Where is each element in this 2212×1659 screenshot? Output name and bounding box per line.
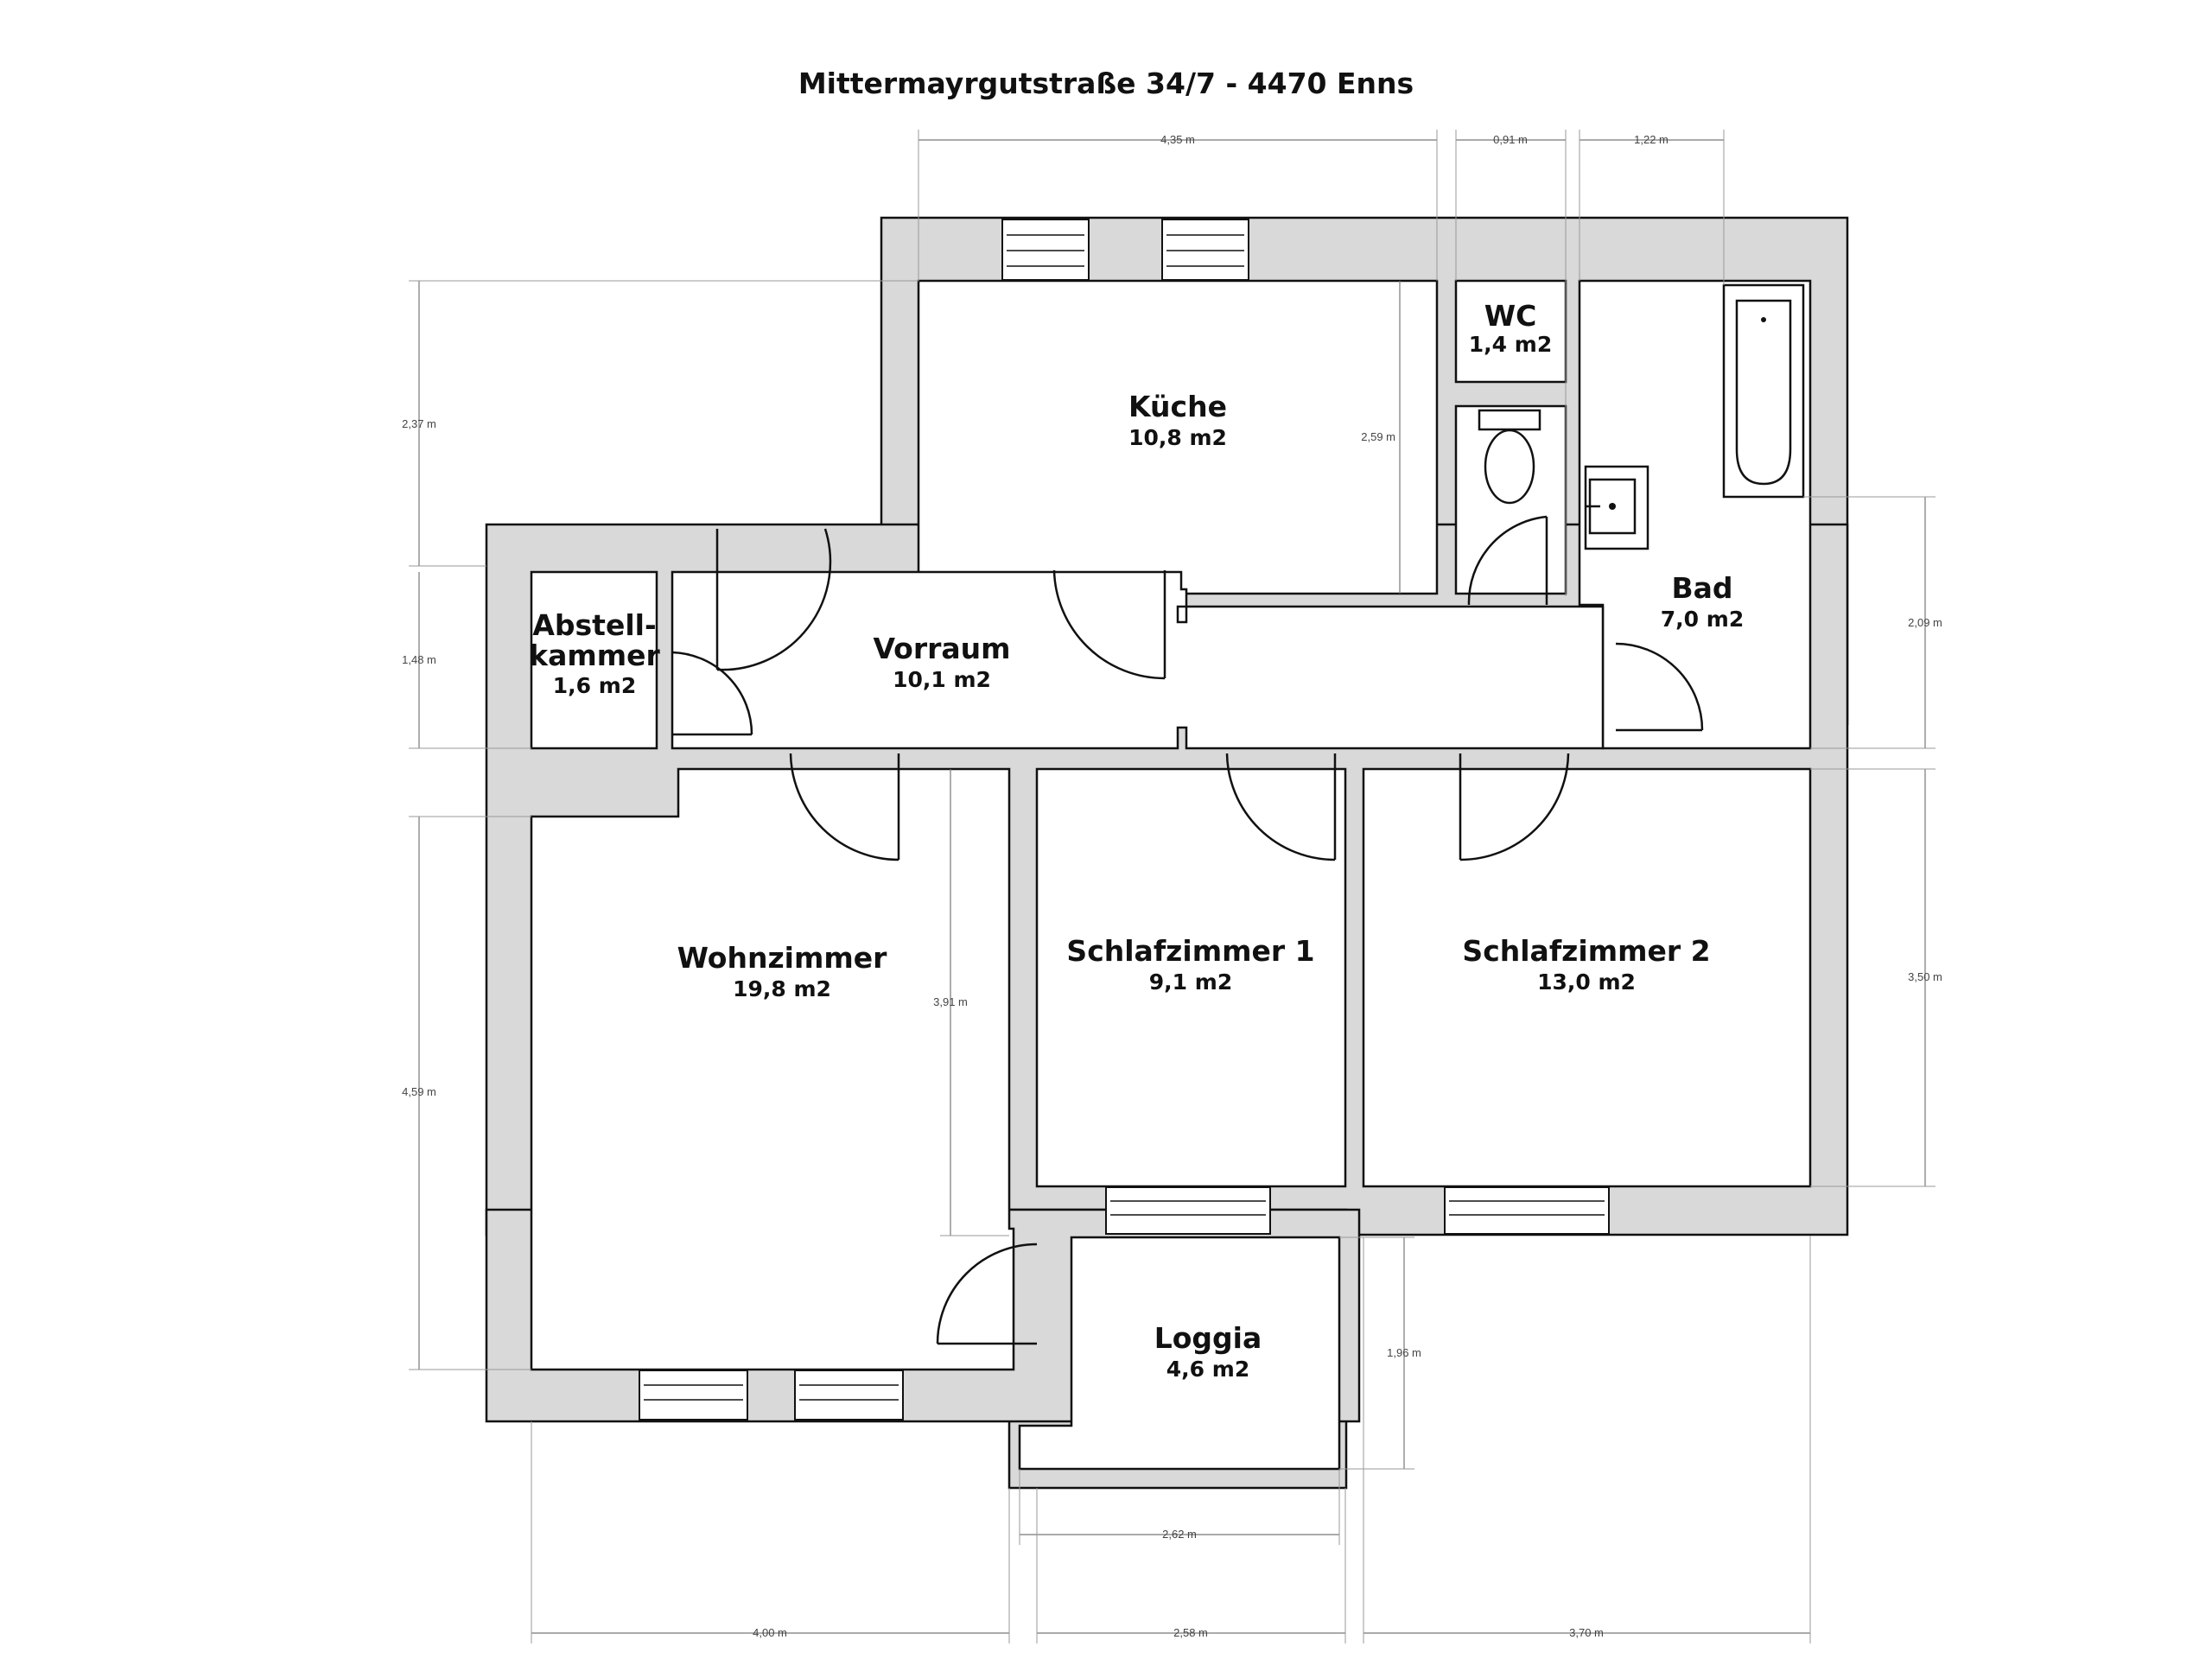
- room-area-vorraum: 10,1 m2: [893, 667, 991, 692]
- dim-bottom-schlaf2: 3,70 m: [1569, 1626, 1604, 1639]
- room-area-wohnzimmer: 19,8 m2: [733, 976, 831, 1001]
- floor-vorraum: [671, 570, 1605, 750]
- door-schlafzimmer-2: [1459, 753, 1570, 861]
- dim-top-wc: 0,91 m: [1493, 133, 1528, 146]
- room-name-abstell-line2: kammer: [529, 639, 660, 672]
- room-name-kueche: Küche: [1128, 390, 1227, 423]
- fixtures: [1478, 283, 1805, 550]
- dim-left-wohn: 4,59 m: [402, 1085, 436, 1098]
- window-wohnzimmer-2: [794, 1370, 904, 1421]
- room-area-bad: 7,0 m2: [1661, 607, 1744, 632]
- room-floors: [530, 279, 1812, 1471]
- room-labels: Küche 10,8 m2 WC 1,4 m2 Bad 7,0 m2 Abste…: [529, 299, 1744, 1382]
- dim-left-abstell: 1,48 m: [402, 653, 436, 666]
- room-area-abstell: 1,6 m2: [553, 673, 636, 698]
- floor-abstellkammer: [530, 570, 658, 750]
- room-name-schlafzimmer-2: Schlafzimmer 2: [1462, 934, 1710, 968]
- door-kueche: [1052, 569, 1166, 680]
- dim-left-kueche: 2,37 m: [402, 417, 436, 430]
- window-kueche-1: [1001, 219, 1090, 281]
- plan-title: Mittermayrgutstraße 34/7 - 4470 Enns: [798, 67, 1414, 100]
- room-name-wc: WC: [1484, 299, 1537, 333]
- floor-kueche: [917, 279, 1439, 595]
- dim-loggia-width: 2,62 m: [1162, 1528, 1197, 1541]
- room-name-vorraum: Vorraum: [873, 632, 1010, 665]
- room-area-kueche: 10,8 m2: [1128, 425, 1227, 450]
- door-wohnzimmer: [789, 753, 900, 861]
- room-name-abstell-line1: Abstell-: [532, 608, 656, 642]
- dim-top-bad: 1,22 m: [1634, 133, 1669, 146]
- floor-wohnzimmer: [530, 767, 1015, 1371]
- room-name-wohnzimmer: Wohnzimmer: [677, 941, 888, 975]
- window-kueche-2: [1161, 219, 1249, 281]
- door-vorraum-entry: [715, 528, 832, 671]
- bathtub-icon: [1722, 283, 1805, 499]
- toilet-icon: [1478, 409, 1541, 505]
- dim-bottom-schlaf1: 2,58 m: [1173, 1626, 1208, 1639]
- sink-icon: [1584, 465, 1649, 550]
- door-wc: [1467, 515, 1548, 606]
- window-schlafzimmer-2: [1444, 1186, 1610, 1235]
- window-wohnzimmer-1: [639, 1370, 748, 1421]
- windows: [639, 219, 1610, 1421]
- dim-right-bad: 2,09 m: [1908, 616, 1942, 629]
- room-area-wc: 1,4 m2: [1469, 332, 1552, 357]
- room-name-bad: Bad: [1671, 571, 1732, 605]
- room-area-loggia: 4,6 m2: [1166, 1357, 1249, 1382]
- window-schlafzimmer-1: [1105, 1186, 1271, 1235]
- dim-loggia-right: 1,96 m: [1387, 1346, 1421, 1359]
- dim-right-schlaf2: 3,50 m: [1908, 970, 1942, 983]
- dimension-labels: 4,35 m 0,91 m 1,22 m 2,37 m 1,48 m 4,59 …: [402, 133, 1942, 1639]
- floor-wc-upper: [1454, 279, 1567, 384]
- room-name-schlafzimmer-1: Schlafzimmer 1: [1066, 934, 1314, 968]
- room-name-loggia: Loggia: [1154, 1321, 1262, 1355]
- doors: [671, 515, 1704, 1345]
- floor-schlafzimmer-2: [1362, 767, 1812, 1188]
- dim-top-kueche: 4,35 m: [1160, 133, 1195, 146]
- dim-wohn-inner: 3,91 m: [933, 995, 968, 1008]
- dim-kueche-inner: 2,59 m: [1361, 430, 1395, 443]
- floor-schlafzimmer-1: [1035, 767, 1347, 1188]
- door-abstellkammer: [671, 651, 753, 736]
- room-area-schlafzimmer-1: 9,1 m2: [1149, 969, 1232, 995]
- door-schlafzimmer-1: [1225, 753, 1337, 861]
- door-bad: [1615, 642, 1704, 732]
- room-area-schlafzimmer-2: 13,0 m2: [1537, 969, 1636, 995]
- dimension-lines: [409, 130, 1936, 1643]
- dim-bottom-wohn: 4,00 m: [753, 1626, 787, 1639]
- door-loggia: [936, 1243, 1038, 1345]
